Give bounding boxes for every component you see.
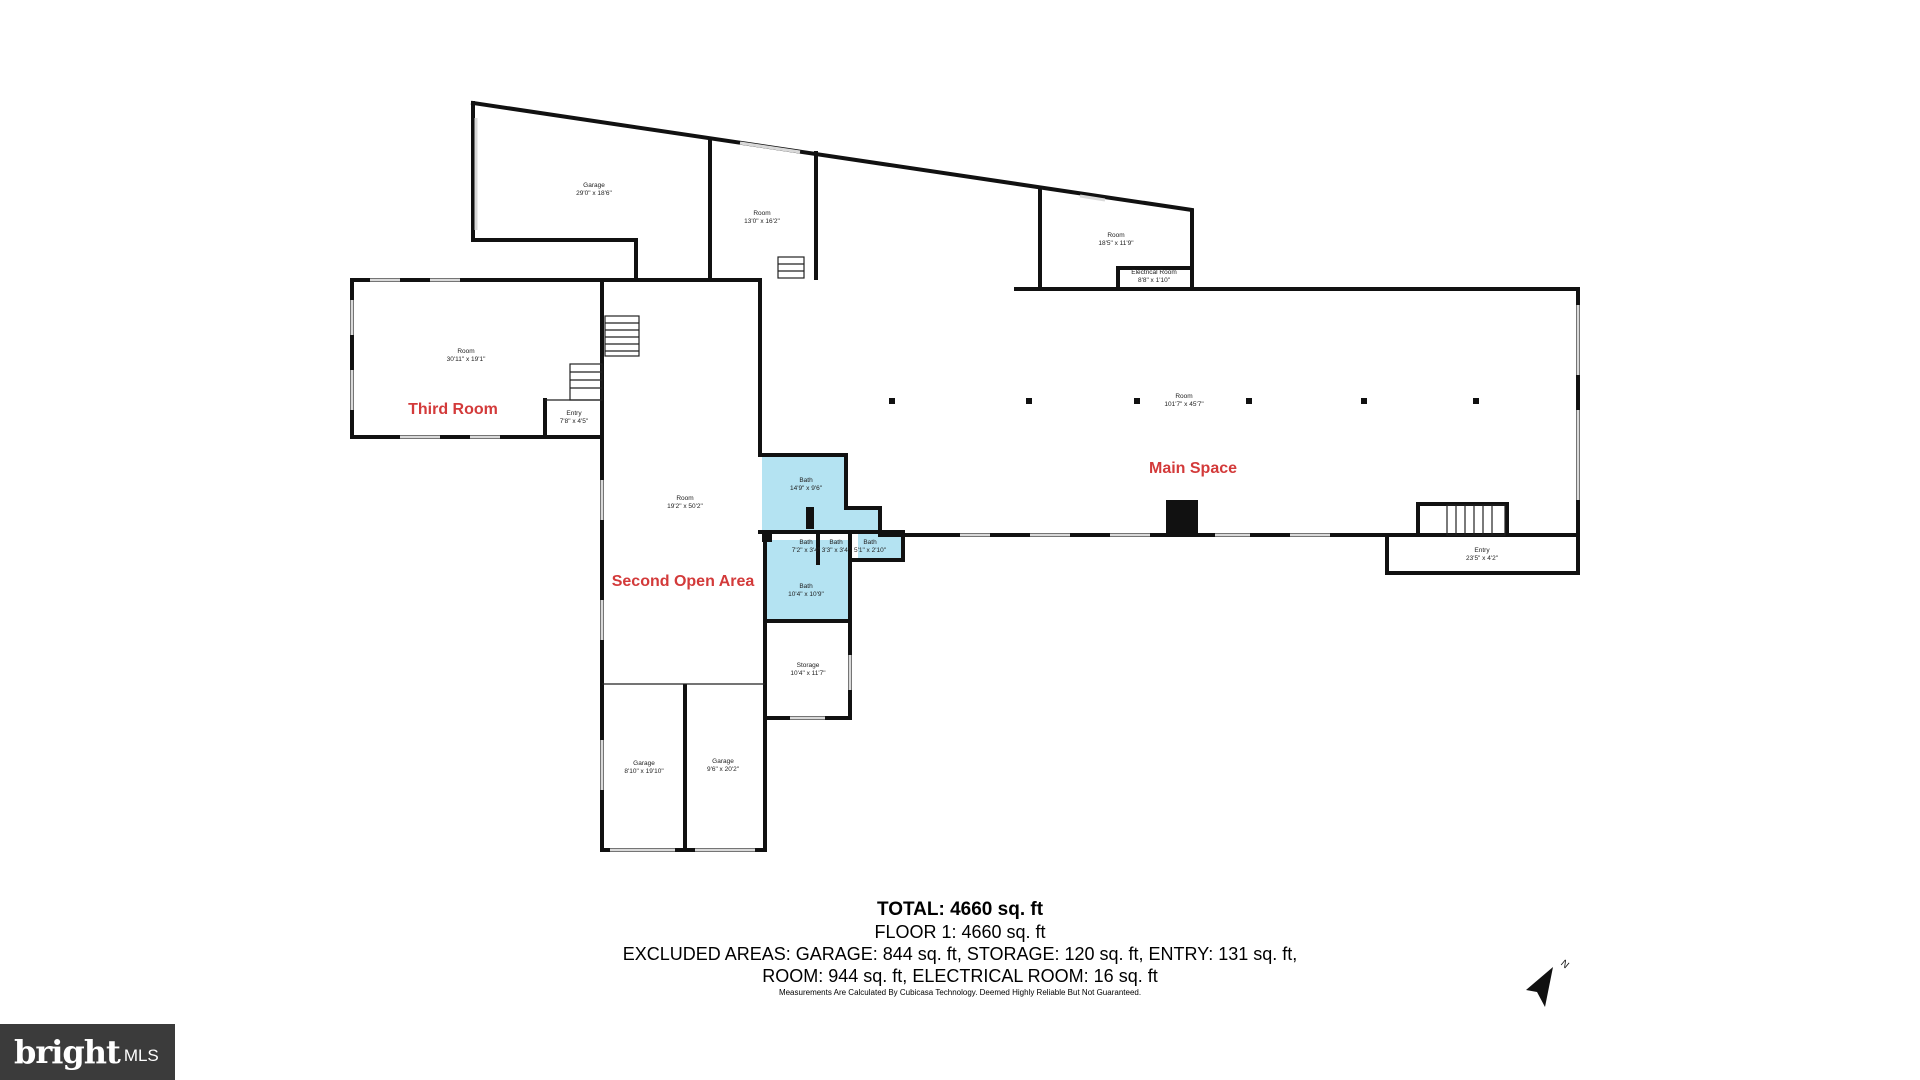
- callout-second-open-area: Second Open Area: [612, 573, 755, 590]
- bath-area-5: [765, 540, 850, 621]
- stairs: [569, 256, 1506, 536]
- excluded-areas-line-2: ROOM: 944 sq. ft, ELECTRICAL ROOM: 16 sq…: [762, 966, 1158, 986]
- north-arrow-icon: [1526, 967, 1553, 1007]
- columns: [889, 398, 1479, 404]
- bright-mls-logo: bright MLS: [0, 1024, 175, 1080]
- brand-name: bright: [14, 1033, 121, 1071]
- floor-1-area: FLOOR 1: 4660 sq. ft: [874, 922, 1046, 942]
- bath-areas: [762, 455, 904, 621]
- callout-main-space: Main Space: [1149, 460, 1237, 477]
- callout-third-room: Third Room: [408, 401, 498, 418]
- disclaimer: Measurements Are Calculated By Cubicasa …: [778, 988, 1142, 997]
- walls: [350, 100, 1580, 852]
- bath-area-1: [762, 455, 880, 532]
- compass: N: [1526, 958, 1571, 1007]
- brand-suffix: MLS: [123, 1046, 159, 1065]
- excluded-areas-line-1: EXCLUDED AREAS: GARAGE: 844 sq. ft, STOR…: [622, 944, 1298, 964]
- area-summary: TOTAL: 4660 sq. ft FLOOR 1: 4660 sq. ft …: [560, 898, 1360, 999]
- compass-label: N: [1558, 958, 1571, 971]
- total-area: TOTAL: 4660 sq. ft: [876, 899, 1044, 920]
- callouts: Third Room Main Space Second Open Area: [408, 401, 1237, 590]
- windows: [350, 118, 1580, 852]
- bath-area-small: [858, 533, 904, 559]
